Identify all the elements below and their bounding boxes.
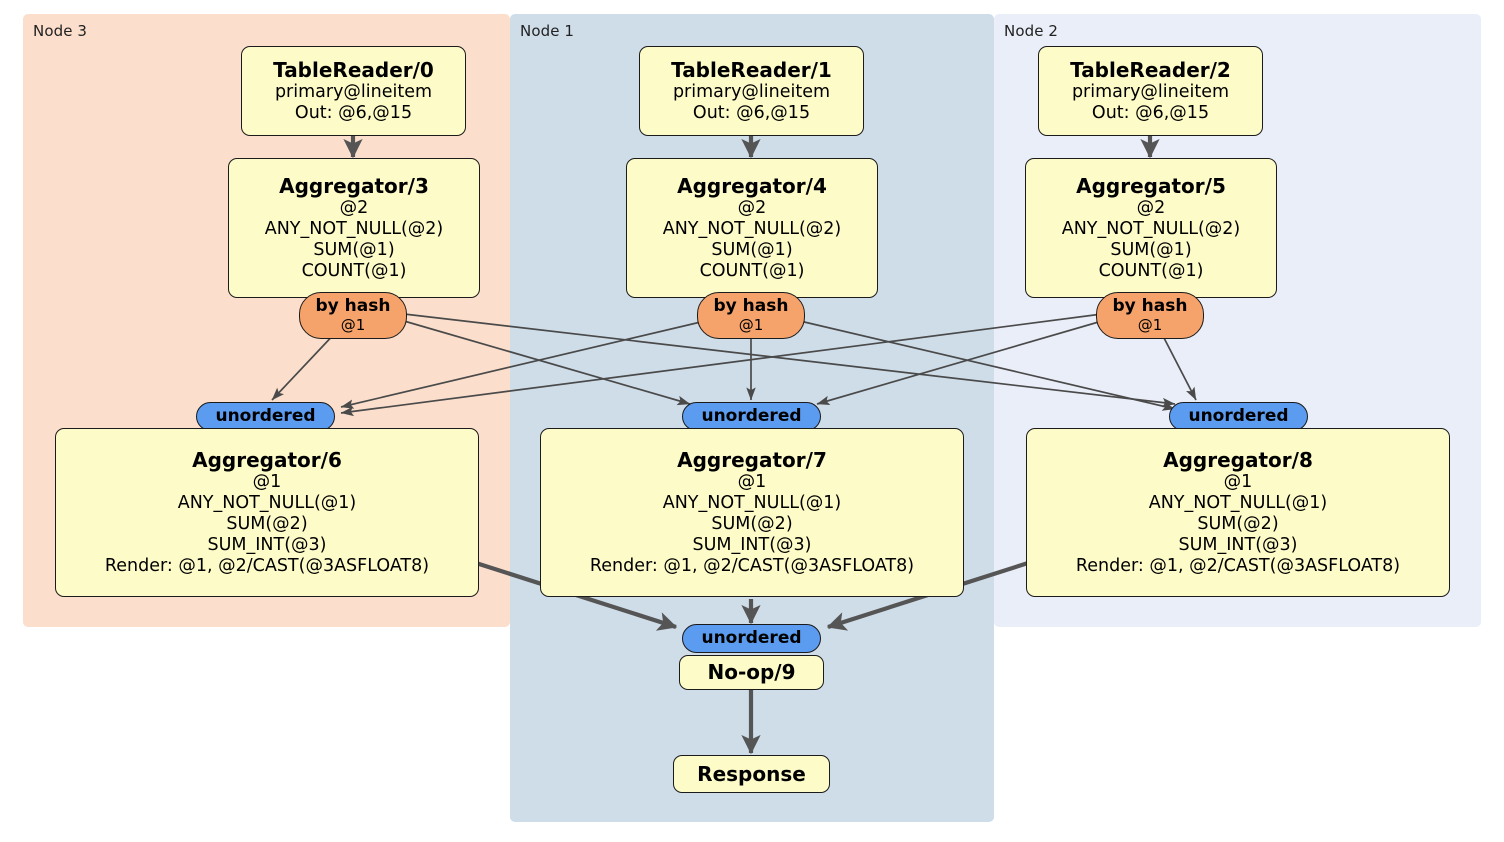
edge-reader-to-aggregator-group xyxy=(343,135,1160,159)
processor-detail-line: COUNT(@1) xyxy=(301,261,407,282)
output-router-by-hash-1[interactable]: by hash @1 xyxy=(697,292,805,339)
processor-detail-line: SUM_INT(@3) xyxy=(1178,535,1298,556)
processor-title: Aggregator/8 xyxy=(1163,447,1313,472)
processor-render-line: Render: @1, @2/CAST(@3ASFLOAT8) xyxy=(1075,556,1401,577)
processor-detail-line: SUM(@2) xyxy=(226,514,308,535)
processor-detail-line: primary@lineitem xyxy=(672,82,831,103)
edge-hash0-unord1 xyxy=(403,320,691,406)
processor-detail-line: @2 xyxy=(339,198,369,219)
processor-response[interactable]: Response xyxy=(673,755,830,793)
processor-aggregator-7[interactable]: Aggregator/7 @1 ANY_NOT_NULL(@1) SUM(@2)… xyxy=(540,428,964,597)
edge-hash2-unord2 xyxy=(1162,335,1197,401)
processor-aggregator-8[interactable]: Aggregator/8 @1 ANY_NOT_NULL(@1) SUM(@2)… xyxy=(1026,428,1450,597)
processor-title: Aggregator/7 xyxy=(677,447,827,472)
synchronizer-label: unordered xyxy=(701,627,802,648)
synchronizer-label: unordered xyxy=(215,405,316,426)
processor-detail-line: ANY_NOT_NULL(@2) xyxy=(264,219,444,240)
processor-detail-line: ANY_NOT_NULL(@2) xyxy=(662,219,842,240)
processor-tablereader-1[interactable]: TableReader/1 primary@lineitem Out: @6,@… xyxy=(639,46,864,136)
processor-detail-line: COUNT(@1) xyxy=(699,261,805,282)
processor-title: TableReader/0 xyxy=(273,57,434,82)
processor-detail-line: SUM(@1) xyxy=(313,240,395,261)
processor-detail-line: ANY_NOT_NULL(@1) xyxy=(1148,493,1328,514)
processor-title: Aggregator/6 xyxy=(192,447,342,472)
router-column: @1 xyxy=(1137,315,1163,334)
processor-aggregator-4[interactable]: Aggregator/4 @2 ANY_NOT_NULL(@2) SUM(@1)… xyxy=(626,158,878,298)
processor-detail-line: @1 xyxy=(737,472,767,493)
input-synchronizer-unordered-2[interactable]: unordered xyxy=(1169,402,1308,431)
processor-detail-line: ANY_NOT_NULL(@2) xyxy=(1061,219,1241,240)
edge-hash0-unord2 xyxy=(403,313,1176,408)
input-synchronizer-unordered-3[interactable]: unordered xyxy=(682,624,821,653)
router-label: by hash xyxy=(1112,296,1188,317)
processor-title: No-op/9 xyxy=(707,660,796,685)
router-column: @1 xyxy=(340,315,366,334)
processor-title: TableReader/2 xyxy=(1070,57,1231,82)
processor-title: TableReader/1 xyxy=(671,57,832,82)
edge-hash-to-unordered-group xyxy=(271,313,1197,417)
processor-title: Aggregator/4 xyxy=(677,173,827,198)
edge-hash2-unord0 xyxy=(340,313,1103,417)
processor-detail-line: @2 xyxy=(737,198,767,219)
processor-detail-line: Out: @6,@15 xyxy=(294,103,413,124)
processor-aggregator-5[interactable]: Aggregator/5 @2 ANY_NOT_NULL(@2) SUM(@1)… xyxy=(1025,158,1277,298)
output-router-by-hash-2[interactable]: by hash @1 xyxy=(1096,292,1204,339)
processor-detail-line: @1 xyxy=(1223,472,1253,493)
edge-hash1-unord2 xyxy=(799,320,1176,411)
synchronizer-label: unordered xyxy=(701,405,802,426)
router-label: by hash xyxy=(713,296,789,317)
router-label: by hash xyxy=(315,296,391,317)
edge-hash1-unord0 xyxy=(340,320,706,409)
processor-tablereader-0[interactable]: TableReader/0 primary@lineitem Out: @6,@… xyxy=(241,46,466,136)
processor-detail-line: @2 xyxy=(1136,198,1166,219)
processor-detail-line: SUM(@2) xyxy=(1197,514,1279,535)
synchronizer-label: unordered xyxy=(1188,405,1289,426)
processor-detail-line: @1 xyxy=(252,472,282,493)
node-panel-label-node1: Node 1 xyxy=(520,22,575,40)
processor-detail-line: SUM(@2) xyxy=(711,514,793,535)
processor-detail-line: SUM(@1) xyxy=(711,240,793,261)
processor-detail-line: SUM(@1) xyxy=(1110,240,1192,261)
processor-tablereader-2[interactable]: TableReader/2 primary@lineitem Out: @6,@… xyxy=(1038,46,1263,136)
processor-detail-line: ANY_NOT_NULL(@1) xyxy=(662,493,842,514)
processor-detail-line: primary@lineitem xyxy=(274,82,433,103)
processor-aggregator-6[interactable]: Aggregator/6 @1 ANY_NOT_NULL(@1) SUM(@2)… xyxy=(55,428,479,597)
output-router-by-hash-0[interactable]: by hash @1 xyxy=(299,292,407,339)
processor-render-line: Render: @1, @2/CAST(@3ASFLOAT8) xyxy=(589,556,915,577)
input-synchronizer-unordered-1[interactable]: unordered xyxy=(682,402,821,431)
processor-aggregator-3[interactable]: Aggregator/3 @2 ANY_NOT_NULL(@2) SUM(@1)… xyxy=(228,158,480,298)
node-panel-label-node2: Node 2 xyxy=(1004,22,1059,40)
processor-detail-line: primary@lineitem xyxy=(1071,82,1230,103)
processor-render-line: Render: @1, @2/CAST(@3ASFLOAT8) xyxy=(104,556,430,577)
edge-hash2-unord1 xyxy=(816,320,1103,406)
processor-detail-line: SUM_INT(@3) xyxy=(692,535,812,556)
processor-detail-line: ANY_NOT_NULL(@1) xyxy=(177,493,357,514)
processor-noop-9[interactable]: No-op/9 xyxy=(679,655,824,690)
processor-detail-line: SUM_INT(@3) xyxy=(207,535,327,556)
processor-detail-line: Out: @6,@15 xyxy=(692,103,811,124)
processor-title: Response xyxy=(697,761,806,786)
processor-detail-line: COUNT(@1) xyxy=(1098,261,1204,282)
input-synchronizer-unordered-0[interactable]: unordered xyxy=(196,402,335,431)
node-panel-label-node3: Node 3 xyxy=(33,22,88,40)
processor-title: Aggregator/5 xyxy=(1076,173,1226,198)
router-column: @1 xyxy=(738,315,764,334)
processor-detail-line: Out: @6,@15 xyxy=(1091,103,1210,124)
processor-title: Aggregator/3 xyxy=(279,173,429,198)
edge-hash0-unord0 xyxy=(271,329,339,401)
